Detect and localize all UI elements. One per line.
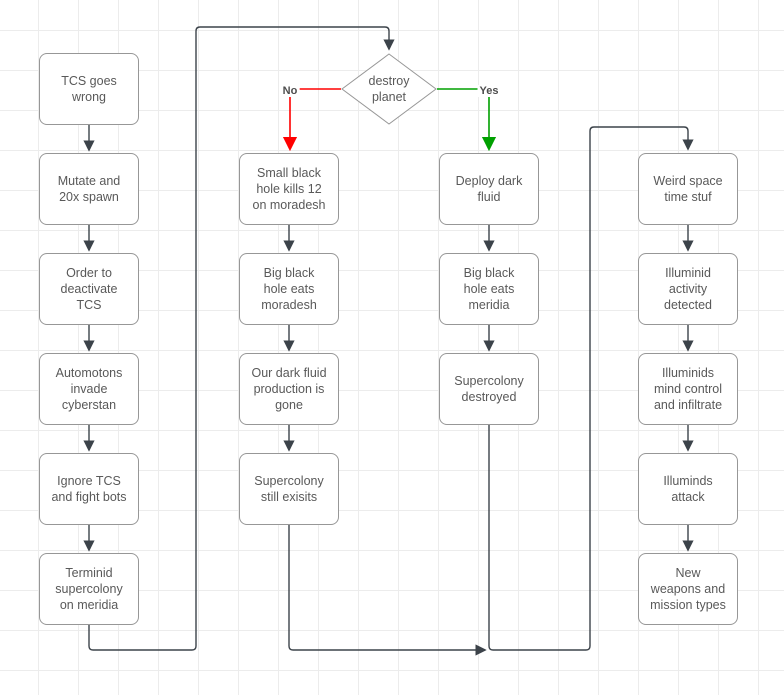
node-label: Deploy dark fluid: [455, 174, 523, 204]
node-label: Order to deactivate TCS: [60, 266, 118, 312]
node-label: TCS goes wrong: [61, 74, 117, 104]
edge-label-yes[interactable]: Yes: [477, 85, 501, 97]
node-illuminid-activity[interactable]: Illuminid activity detected: [638, 253, 738, 325]
node-order-deactivate-tcs[interactable]: Order to deactivate TCS: [39, 253, 139, 325]
node-illuminids-mind-control[interactable]: Illuminids mind control and infiltrate: [638, 353, 738, 425]
node-automotons-invade[interactable]: Automotons invade cyberstan: [39, 353, 139, 425]
node-small-black-hole[interactable]: Small black hole kills 12 on moradesh: [239, 153, 339, 225]
node-label: Illuminids mind control and infiltrate: [653, 366, 723, 412]
decision-destroy-planet[interactable]: destroy planet: [341, 53, 437, 125]
node-label: Small black hole kills 12 on moradesh: [252, 166, 326, 212]
node-label: Big black hole eats meridia: [463, 266, 515, 312]
node-weird-space-time[interactable]: Weird space time stuf: [638, 153, 738, 225]
node-mutate-and-spawn[interactable]: Mutate and 20x spawn: [39, 153, 139, 225]
node-illuminds-attack[interactable]: Illuminds attack: [638, 453, 738, 525]
node-label: Supercolony destroyed: [454, 374, 524, 404]
node-ignore-tcs-fight-bots[interactable]: Ignore TCS and fight bots: [39, 453, 139, 525]
decision-label: destroy planet: [368, 74, 410, 104]
node-label: Ignore TCS and fight bots: [51, 474, 127, 504]
edge-decision-no: [282, 88, 341, 152]
node-big-hole-eats-moradesh[interactable]: Big black hole eats moradesh: [239, 253, 339, 325]
node-label: Automotons invade cyberstan: [55, 366, 123, 412]
node-supercolony-still-exists[interactable]: Supercolony still exisits: [239, 453, 339, 525]
node-dark-fluid-production-gone[interactable]: Our dark fluid production is gone: [239, 353, 339, 425]
node-label: Terminid supercolony on meridia: [55, 566, 123, 612]
node-terminid-supercolony[interactable]: Terminid supercolony on meridia: [39, 553, 139, 625]
node-big-hole-eats-meridia[interactable]: Big black hole eats meridia: [439, 253, 539, 325]
node-label: Big black hole eats moradesh: [261, 266, 317, 312]
node-label: Our dark fluid production is gone: [251, 366, 327, 412]
node-tcs-goes-wrong[interactable]: TCS goes wrong: [39, 53, 139, 125]
node-label: Weird space time stuf: [653, 174, 723, 204]
node-label: Mutate and 20x spawn: [57, 174, 121, 204]
node-deploy-dark-fluid[interactable]: Deploy dark fluid: [439, 153, 539, 225]
node-new-weapons-missions[interactable]: New weapons and mission types: [638, 553, 738, 625]
node-label: Illuminds attack: [663, 474, 713, 504]
edge-decision-yes: [437, 88, 497, 152]
edge-label-no[interactable]: No: [280, 85, 300, 97]
diamond-shape-icon: [341, 53, 437, 125]
node-label: Supercolony still exisits: [254, 474, 324, 504]
node-label: New weapons and mission types: [650, 566, 726, 612]
node-supercolony-destroyed[interactable]: Supercolony destroyed: [439, 353, 539, 425]
edge-supercolony-still-bottom: [288, 525, 487, 656]
node-label: Illuminid activity detected: [664, 266, 712, 312]
